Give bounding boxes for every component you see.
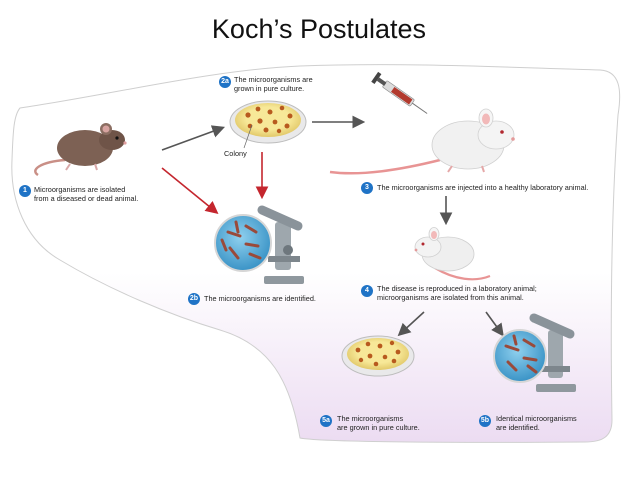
step-5a-line2: are grown in pure culture. xyxy=(337,423,420,432)
step-2a-line2: grown in pure culture. xyxy=(234,84,305,93)
healthy-mouse-icon xyxy=(329,108,515,175)
step-2b-badge: 2b xyxy=(188,293,200,305)
step-5b-line2: are identified. xyxy=(496,423,540,432)
step-5b-badge: 5b xyxy=(479,415,491,427)
microscope-icon-2b xyxy=(214,205,304,284)
step-2a-line1: The microorganisms are xyxy=(234,75,313,84)
step-3-line1: The microorganisms are injected into a h… xyxy=(377,183,589,192)
step-5a-line1: The microorganisms xyxy=(337,414,404,423)
infected-mouse-icon xyxy=(414,227,491,281)
step-4-line1: The disease is reproduced in a laborator… xyxy=(377,284,537,293)
step-2a-badge: 2a xyxy=(219,76,231,88)
colony-pointer xyxy=(243,124,253,149)
step-3-badge: 3 xyxy=(361,182,373,194)
arrow-1-to-2b xyxy=(161,167,219,215)
step-1-line2: from a diseased or dead animal. xyxy=(34,194,139,203)
colony-label: Colony xyxy=(224,149,247,158)
slide-title: Koch’s Postulates xyxy=(211,14,427,44)
arrow-4-to-5a xyxy=(397,311,425,337)
step-4-badge: 4 xyxy=(361,285,373,297)
diseased-mouse-icon xyxy=(34,123,127,177)
step-1-line1: Microorganisms are isolated xyxy=(34,185,126,194)
arrow-1-to-2a xyxy=(161,125,226,151)
step-5a-badge: 5a xyxy=(320,415,332,427)
petri-dish-icon-5a xyxy=(341,335,415,377)
syringe-icon xyxy=(371,71,428,114)
arrow-4-to-5b xyxy=(485,311,504,337)
microscope-icon-5b xyxy=(493,313,576,392)
petri-dish-icon xyxy=(229,100,307,144)
step-1-badge: 1 xyxy=(19,185,31,197)
step-5b-line1: Identical microorganisms xyxy=(496,414,577,423)
step-4-line2: microorganisms are isolated from this an… xyxy=(377,293,524,302)
step-2b-line1: The microorganisms are identified. xyxy=(204,294,316,303)
